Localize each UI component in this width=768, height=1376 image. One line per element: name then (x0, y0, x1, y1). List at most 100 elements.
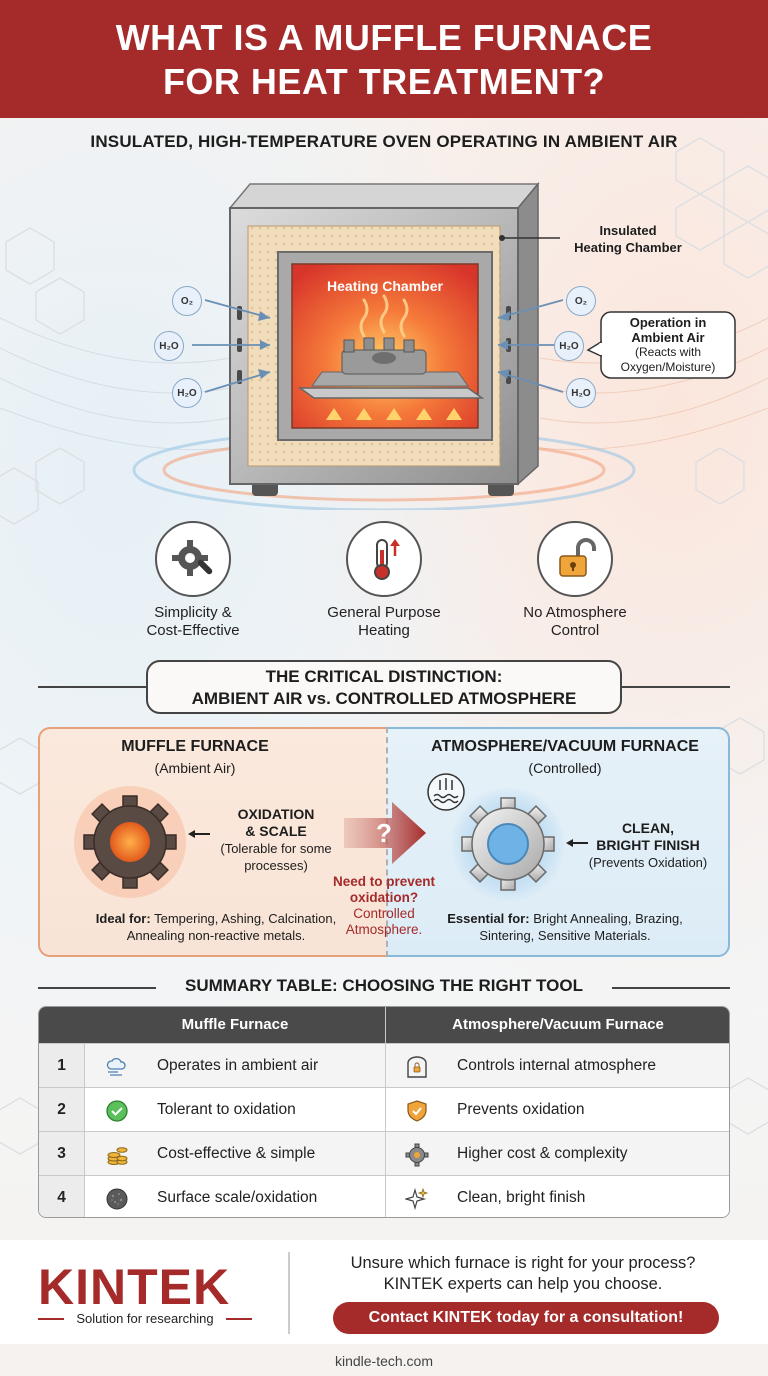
summary-table: Muffle Furnace Atmosphere/Vacuum Furnace… (38, 1006, 730, 1218)
atmosphere-cell: Higher cost & complexity (457, 1145, 628, 1162)
operation-callout-line1: Operation in (629, 315, 707, 330)
row-number: 2 (39, 1088, 85, 1132)
table-header: Muffle Furnace Atmosphere/Vacuum Furnace (39, 1007, 729, 1043)
oxidation-note-line2: processes) (244, 858, 308, 873)
section-rule-right (622, 686, 730, 688)
oxygen-molecule-icon: O₂ (172, 286, 202, 316)
transition-arrow-icon (344, 802, 426, 864)
transition-note: Need to prevent oxidation? Controlled At… (314, 874, 454, 938)
page-subtitle: INSULATED, HIGH-TEMPERATURE OVEN OPERATI… (90, 132, 678, 151)
clean-effect-line2: BRIGHT FINISH (596, 837, 700, 853)
gear-icon (405, 1143, 429, 1167)
feature-label-line1: General Purpose (327, 604, 441, 621)
muffle-panel-title: MUFFLE FURNACE (121, 738, 269, 755)
page-title-line1: WHAT IS A MUFFLE FURNACE (115, 17, 653, 58)
unlocked-padlock-icon (537, 521, 613, 597)
insulated-chamber-callout: Insulated Heating Chamber (568, 222, 688, 256)
arrow-left-icon (188, 830, 210, 838)
row-number: 3 (39, 1132, 85, 1176)
operation-callout-line2: Ambient Air (631, 330, 705, 345)
transition-line4: Atmosphere. (345, 922, 423, 937)
chamber-label: Heating Chamber (327, 278, 443, 294)
transition-line2: oxidation? (349, 890, 419, 905)
arrow-left-icon (566, 839, 588, 847)
operation-ambient-air-callout: Operation in Ambient Air (Reacts with Ox… (603, 315, 733, 375)
column-header-atmosphere: Atmosphere/Vacuum Furnace (452, 1016, 664, 1033)
clean-effect-line1: CLEAN, (621, 820, 675, 836)
ideal-for-line1: Tempering, Ashing, Calcination, (154, 911, 337, 926)
water-molecule-icon: H₂O (172, 378, 202, 408)
section-rule-left (38, 987, 156, 989)
clean-gear-icon (450, 786, 566, 902)
essential-for-label: Essential for: (447, 911, 530, 926)
tagline-rule-left (38, 1318, 64, 1320)
distinction-line2: AMBIENT AIR vs. CONTROLLED ATMOSPHERE (191, 689, 577, 708)
thermometer-icon (346, 521, 422, 597)
transition-line3: Controlled (353, 906, 415, 921)
cloud-wind-icon (106, 1057, 126, 1076)
page-title-line2: FOR HEAT TREATMENT? (162, 61, 606, 102)
water-molecule-icon: H₂O (566, 378, 596, 408)
table-header-num (39, 1007, 85, 1043)
shield-check-icon (407, 1100, 427, 1122)
row-number: 4 (39, 1176, 85, 1217)
transition-line1: Need to prevent (332, 874, 436, 889)
essential-for-line1: Bright Annealing, Brazing, (533, 911, 683, 926)
insulated-callout-line2: Heating Chamber (574, 240, 682, 255)
distinction-line1: THE CRITICAL DISTINCTION: (265, 667, 503, 686)
atmosphere-panel-title: ATMOSPHERE/VACUUM FURNACE (431, 738, 699, 755)
muffle-cell: Cost-effective & simple (157, 1145, 316, 1162)
section-rule-left (38, 686, 146, 688)
vacuum-symbol-icon (427, 773, 465, 811)
question-mark: ? (376, 818, 392, 848)
contact-cta-button[interactable]: Contact KINTEK today for a consultation! (333, 1302, 719, 1334)
website-link[interactable]: kindle-tech.com (334, 1353, 434, 1369)
atmosphere-cell: Controls internal atmosphere (457, 1057, 657, 1074)
operation-callout-line4: Oxygen/Moisture) (620, 360, 716, 374)
section-rule-right (612, 987, 730, 989)
feature-label-line2: Cost-Effective (146, 622, 240, 639)
distinction-heading: THE CRITICAL DISTINCTION: AMBIENT AIR vs… (146, 660, 622, 714)
table-column-divider (385, 1007, 386, 1217)
muffle-cell: Surface scale/oxidation (157, 1189, 318, 1206)
atmosphere-cell: Clean, bright finish (457, 1189, 586, 1206)
feature-label-line2: Control (550, 622, 600, 639)
logo-tagline: Solution for researching (76, 1311, 214, 1326)
oxidation-effect-line2: & SCALE (245, 823, 307, 839)
muffle-panel-subtitle: (Ambient Air) (154, 760, 236, 776)
oxidation-effect: OXIDATION & SCALE (Tolerable for some pr… (196, 806, 356, 874)
muffle-ideal-for: Ideal for: Tempering, Ashing, Calcinatio… (48, 910, 384, 944)
oxygen-molecule-icon: O₂ (566, 286, 596, 316)
operation-callout-line3: (Reacts with (634, 345, 702, 359)
table-row: 1 Operates in ambient air Controls inter… (39, 1043, 729, 1088)
atmosphere-panel-subtitle: (Controlled) (528, 760, 602, 776)
coins-icon (107, 1147, 128, 1165)
water-molecule-icon: H₂O (154, 331, 184, 361)
oxidation-effect-line1: OXIDATION (237, 806, 315, 822)
feature-general-purpose: General Purpose Heating (304, 521, 464, 640)
gear-wrench-icon (155, 521, 231, 597)
feature-label: No Atmosphere Control (495, 604, 655, 640)
feature-label-line2: Heating (358, 622, 410, 639)
rough-surface-icon (106, 1188, 128, 1210)
sparkle-icon (405, 1187, 429, 1211)
check-circle-icon (106, 1100, 128, 1122)
muffle-cell: Operates in ambient air (157, 1057, 319, 1074)
feature-label: Simplicity & Cost-Effective (113, 604, 273, 640)
sealed-chamber-icon (407, 1056, 427, 1078)
muffle-cell: Tolerant to oxidation (157, 1101, 296, 1118)
column-header-muffle: Muffle Furnace (181, 1016, 289, 1033)
tagline-rule-right (226, 1318, 252, 1320)
title-banner: WHAT IS A MUFFLE FURNACE FOR HEAT TREATM… (0, 0, 768, 118)
feature-no-atmosphere-control: No Atmosphere Control (495, 521, 655, 640)
clean-effect-note: (Prevents Oxidation) (588, 855, 708, 870)
oxidation-note-line1: (Tolerable for some (220, 841, 332, 856)
row-number: 1 (39, 1044, 85, 1088)
muffle-furnace-illustration (132, 181, 736, 510)
table-row: 3 Cost-effective & simple Higher cost & … (39, 1131, 729, 1176)
clean-finish-effect: CLEAN, BRIGHT FINISH (Prevents Oxidation… (578, 820, 718, 871)
ideal-for-label: Ideal for: (95, 911, 151, 926)
ideal-for-line2: Annealing non-reactive metals. (126, 928, 306, 943)
table-row: 2 Tolerant to oxidation Prevents oxidati… (39, 1087, 729, 1132)
water-molecule-icon: H₂O (554, 331, 584, 361)
